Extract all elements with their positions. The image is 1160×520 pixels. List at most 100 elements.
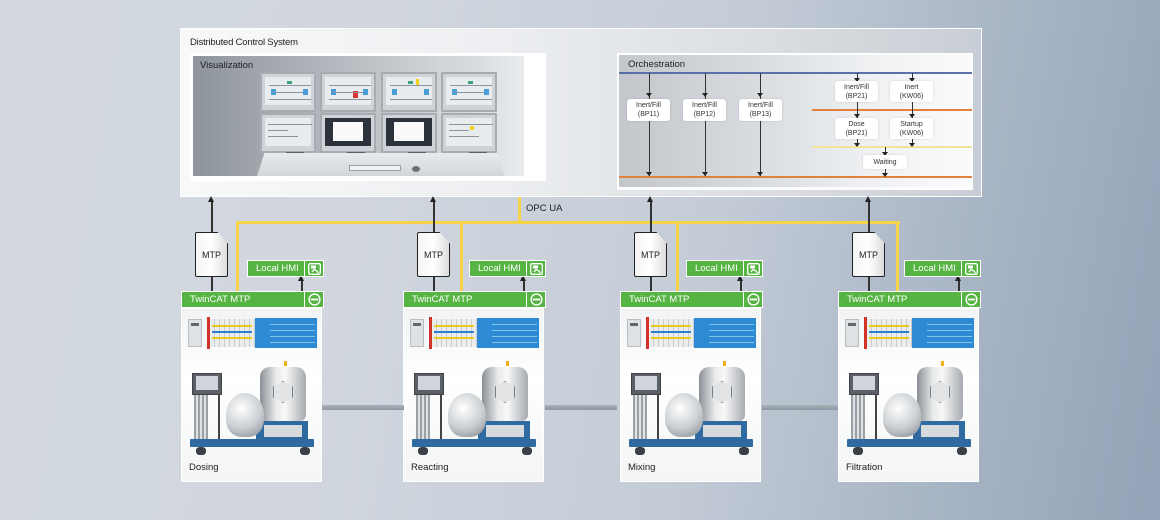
arrow-up-icon [520, 275, 526, 281]
step-name: Inert/Fill [844, 83, 869, 91]
dcs-title: Distributed Control System [190, 37, 298, 48]
twincat-mtp-label: TwinCAT MTP [412, 294, 473, 305]
step-unit: (BP11) [637, 111, 660, 118]
station-name: Mixing [628, 462, 656, 473]
twincat-mtp-bar[interactable]: TwinCAT MTP [403, 291, 546, 308]
arrow-icon [757, 172, 763, 176]
flow-line [857, 101, 858, 118]
local-hmi-bar[interactable]: Local HMI [904, 260, 981, 277]
arrow-icon [702, 172, 708, 176]
local-hmi-label: Local HMI [913, 263, 956, 274]
process-connector [322, 405, 404, 410]
operator-desk [257, 153, 505, 176]
flow-line [912, 73, 913, 81]
twincat-mtp-bar[interactable]: TwinCAT MTP [620, 291, 763, 308]
arrow-icon [854, 78, 860, 82]
step-unit: (BP12) [693, 111, 716, 118]
twincat-mtp-label: TwinCAT MTP [190, 294, 251, 305]
plc-controller-image [410, 317, 539, 349]
mtp-document-icon[interactable]: MTP [852, 232, 885, 277]
hmi-link-line [301, 279, 303, 292]
station-card-reacting[interactable]: Reacting [403, 308, 544, 482]
local-hmi-bar[interactable]: Local HMI [686, 260, 763, 277]
step-inert-kw06: Inert (KW06) [890, 81, 933, 102]
arrow-up-icon [955, 275, 961, 281]
arrow-icon [854, 143, 860, 147]
plc-controller-image [845, 317, 974, 349]
process-module-image [627, 361, 757, 457]
step-name: Startup [900, 120, 923, 128]
sync-line-1 [812, 109, 972, 111]
arrow-up-icon [208, 196, 214, 202]
opc-ua-drop [896, 222, 899, 292]
arrow-up-icon [430, 196, 436, 202]
process-connector [545, 405, 617, 410]
step-unit: (KW06) [899, 129, 924, 137]
flow-line [760, 73, 761, 176]
mtp-label: MTP [859, 249, 878, 260]
station-name: Filtration [846, 462, 883, 473]
step-unit: (KW06) [899, 92, 924, 100]
arrow-icon [909, 78, 915, 82]
monitor-screen [441, 72, 497, 112]
mtp-label: MTP [424, 249, 443, 260]
hmi-panel-icon [743, 261, 762, 276]
step-unit: (BP21) [845, 92, 868, 100]
step-inert-fill-bp12: Inert/Fill (BP12) [683, 99, 726, 121]
hmi-link-line [740, 279, 742, 292]
end-sync-line [619, 176, 972, 178]
mtp-document-icon[interactable]: MTP [417, 232, 450, 277]
station-name: Dosing [189, 462, 219, 473]
opc-ua-drop [236, 222, 239, 292]
arrow-icon [646, 93, 652, 97]
local-hmi-label: Local HMI [695, 263, 738, 274]
opc-ua-bus [236, 221, 900, 224]
flow-line [857, 138, 858, 146]
visualization-title: Visualization [200, 60, 254, 71]
flow-line [649, 73, 650, 176]
monitor-screen [260, 113, 316, 153]
mouse [412, 166, 420, 172]
hmi-panel-icon [961, 261, 980, 276]
local-hmi-label: Local HMI [478, 263, 521, 274]
twincat-logo-icon [743, 292, 762, 307]
hmi-link-line [523, 279, 525, 292]
local-hmi-label: Local HMI [256, 263, 299, 274]
station-card-filtration[interactable]: Filtration [838, 308, 979, 482]
step-unit: (BP13) [749, 111, 772, 118]
station-card-mixing[interactable]: Mixing [620, 308, 761, 482]
flow-line [705, 73, 706, 176]
local-hmi-bar[interactable]: Local HMI [247, 260, 324, 277]
arrow-icon [702, 93, 708, 97]
station-card-dosing[interactable]: Dosing [181, 308, 322, 482]
mtp-document-icon[interactable]: MTP [195, 232, 228, 277]
twincat-mtp-label: TwinCAT MTP [629, 294, 690, 305]
process-module-image [845, 361, 975, 457]
monitor-screen [320, 72, 376, 112]
mtp-label: MTP [202, 249, 221, 260]
opc-ua-drop [460, 222, 463, 292]
process-module-image [410, 361, 540, 457]
step-unit: (BP21) [845, 129, 868, 137]
arrow-icon [882, 173, 888, 177]
flow-line [912, 138, 913, 146]
arrow-up-icon [647, 196, 653, 202]
step-name: Inert/Fill [692, 102, 717, 109]
twincat-mtp-label: TwinCAT MTP [847, 294, 908, 305]
hmi-panel-icon [304, 261, 323, 276]
monitor-screen [260, 72, 316, 112]
twincat-mtp-bar[interactable]: TwinCAT MTP [181, 291, 324, 308]
step-waiting: Waiting [863, 155, 907, 169]
arrow-icon [882, 152, 888, 156]
flow-line [912, 101, 913, 118]
monitor-screen [381, 72, 437, 112]
local-hmi-bar[interactable]: Local HMI [469, 260, 546, 277]
step-name: Inert/Fill [636, 102, 661, 109]
twincat-mtp-bar[interactable]: TwinCAT MTP [838, 291, 981, 308]
step-inert-fill-bp21: Inert/Fill (BP21) [835, 81, 878, 102]
mtp-document-icon[interactable]: MTP [634, 232, 667, 277]
twincat-logo-icon [526, 292, 545, 307]
process-connector [762, 405, 838, 410]
start-sync-line [619, 72, 972, 74]
opc-ua-drop [676, 222, 679, 292]
